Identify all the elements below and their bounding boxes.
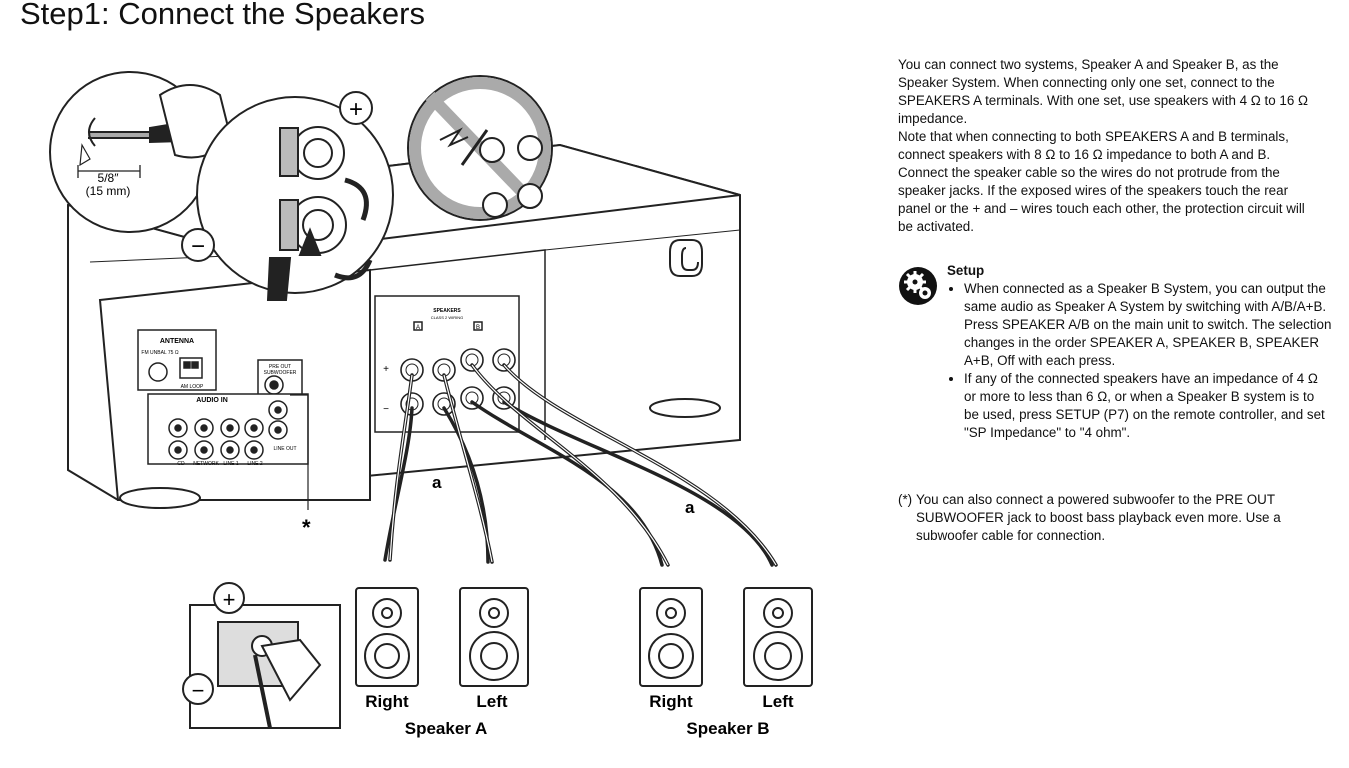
antenna-fm-label: FM UNBAL 75 Ω: [141, 350, 178, 356]
preout-sub-label: SUBWOOFER: [264, 370, 297, 376]
setup-item: If any of the connected speakers have an…: [964, 370, 1332, 442]
note-text: You can also connect a powered subwoofer…: [916, 492, 1281, 543]
wire-strip-zoom: [49, 71, 232, 233]
speaker-b-left: [743, 587, 813, 687]
cable-length-label: 5/8″: [98, 171, 120, 185]
preout-label: PRE OUT: [269, 364, 291, 370]
description-paragraph: You can connect two systems, Speaker A a…: [898, 57, 1309, 126]
speaker-b-right: [639, 587, 703, 687]
speakers-panel-subtitle: CLASS 2 WIRING: [431, 315, 463, 320]
terminal-a-mark: A: [416, 325, 420, 331]
speaker-a-right-label: Right: [365, 692, 409, 711]
antenna-terminal-block: [137, 329, 217, 391]
speaker-b-left-label: Left: [762, 692, 794, 711]
speaker-a-left-label: Left: [476, 692, 508, 711]
panel-plus-mark: +: [383, 364, 389, 375]
gear-icon: [899, 267, 937, 305]
subwoofer-lead-line: [290, 394, 309, 510]
setup-item: When connected as a Speaker B System, yo…: [964, 280, 1332, 370]
description-text: You can connect two systems, Speaker A a…: [898, 56, 1318, 236]
input-line1-label: LINE 1: [223, 461, 239, 467]
page-title: Step1: Connect the Speakers: [20, 0, 425, 31]
antenna-label: ANTENNA: [160, 338, 194, 345]
wire-label-a-left: a: [432, 473, 442, 492]
subwoofer-note: (*) You can also connect a powered subwo…: [898, 491, 1308, 545]
speaker-a-group-label: Speaker A: [405, 719, 488, 738]
input-lineout-label: LINE OUT: [273, 446, 296, 452]
note-mark: (*): [898, 492, 913, 507]
input-cd-label: CD: [177, 461, 185, 467]
connection-diagram: ANTENNA FM UNBAL 75 Ω AM LOOP PRE OUT SU…: [49, 71, 813, 738]
audio-in-label: AUDIO IN: [196, 397, 228, 404]
audio-in-block: [147, 393, 309, 465]
speaker-b-right-label: Right: [649, 692, 693, 711]
description-paragraph: Connect the speaker cable so the wires d…: [898, 165, 1305, 234]
input-line2-label: LINE 2: [247, 461, 263, 467]
inset-minus-mark: −: [192, 678, 205, 703]
panel-minus-mark: −: [383, 404, 389, 415]
inset-plus-mark: +: [223, 587, 236, 612]
zoom-minus-mark: −: [191, 233, 205, 260]
zoom-plus-mark: +: [349, 96, 363, 123]
speaker-a-left: [459, 587, 529, 687]
description-paragraph: Note that when connecting to both SPEAKE…: [898, 129, 1289, 162]
wire-label-a-right: a: [685, 498, 695, 517]
setup-heading: Setup: [947, 263, 985, 278]
speaker-b-group-label: Speaker B: [686, 719, 769, 738]
terminal-tighten-zoom: [196, 96, 394, 301]
antenna-am-label: AM LOOP: [181, 384, 204, 390]
terminal-b-mark: B: [476, 325, 480, 331]
subwoofer-plug-inset: [189, 604, 341, 729]
prohibited-wiring-zoom: [407, 75, 553, 221]
speakers-panel-title: SPEAKERS: [433, 308, 461, 314]
subwoofer-asterisk: *: [302, 515, 311, 540]
setup-list: When connected as a Speaker B System, yo…: [938, 280, 1332, 442]
cable-length-metric-label: (15 mm): [86, 184, 131, 198]
speaker-a-right: [355, 587, 419, 687]
input-network-label: NETWORK: [193, 461, 219, 467]
